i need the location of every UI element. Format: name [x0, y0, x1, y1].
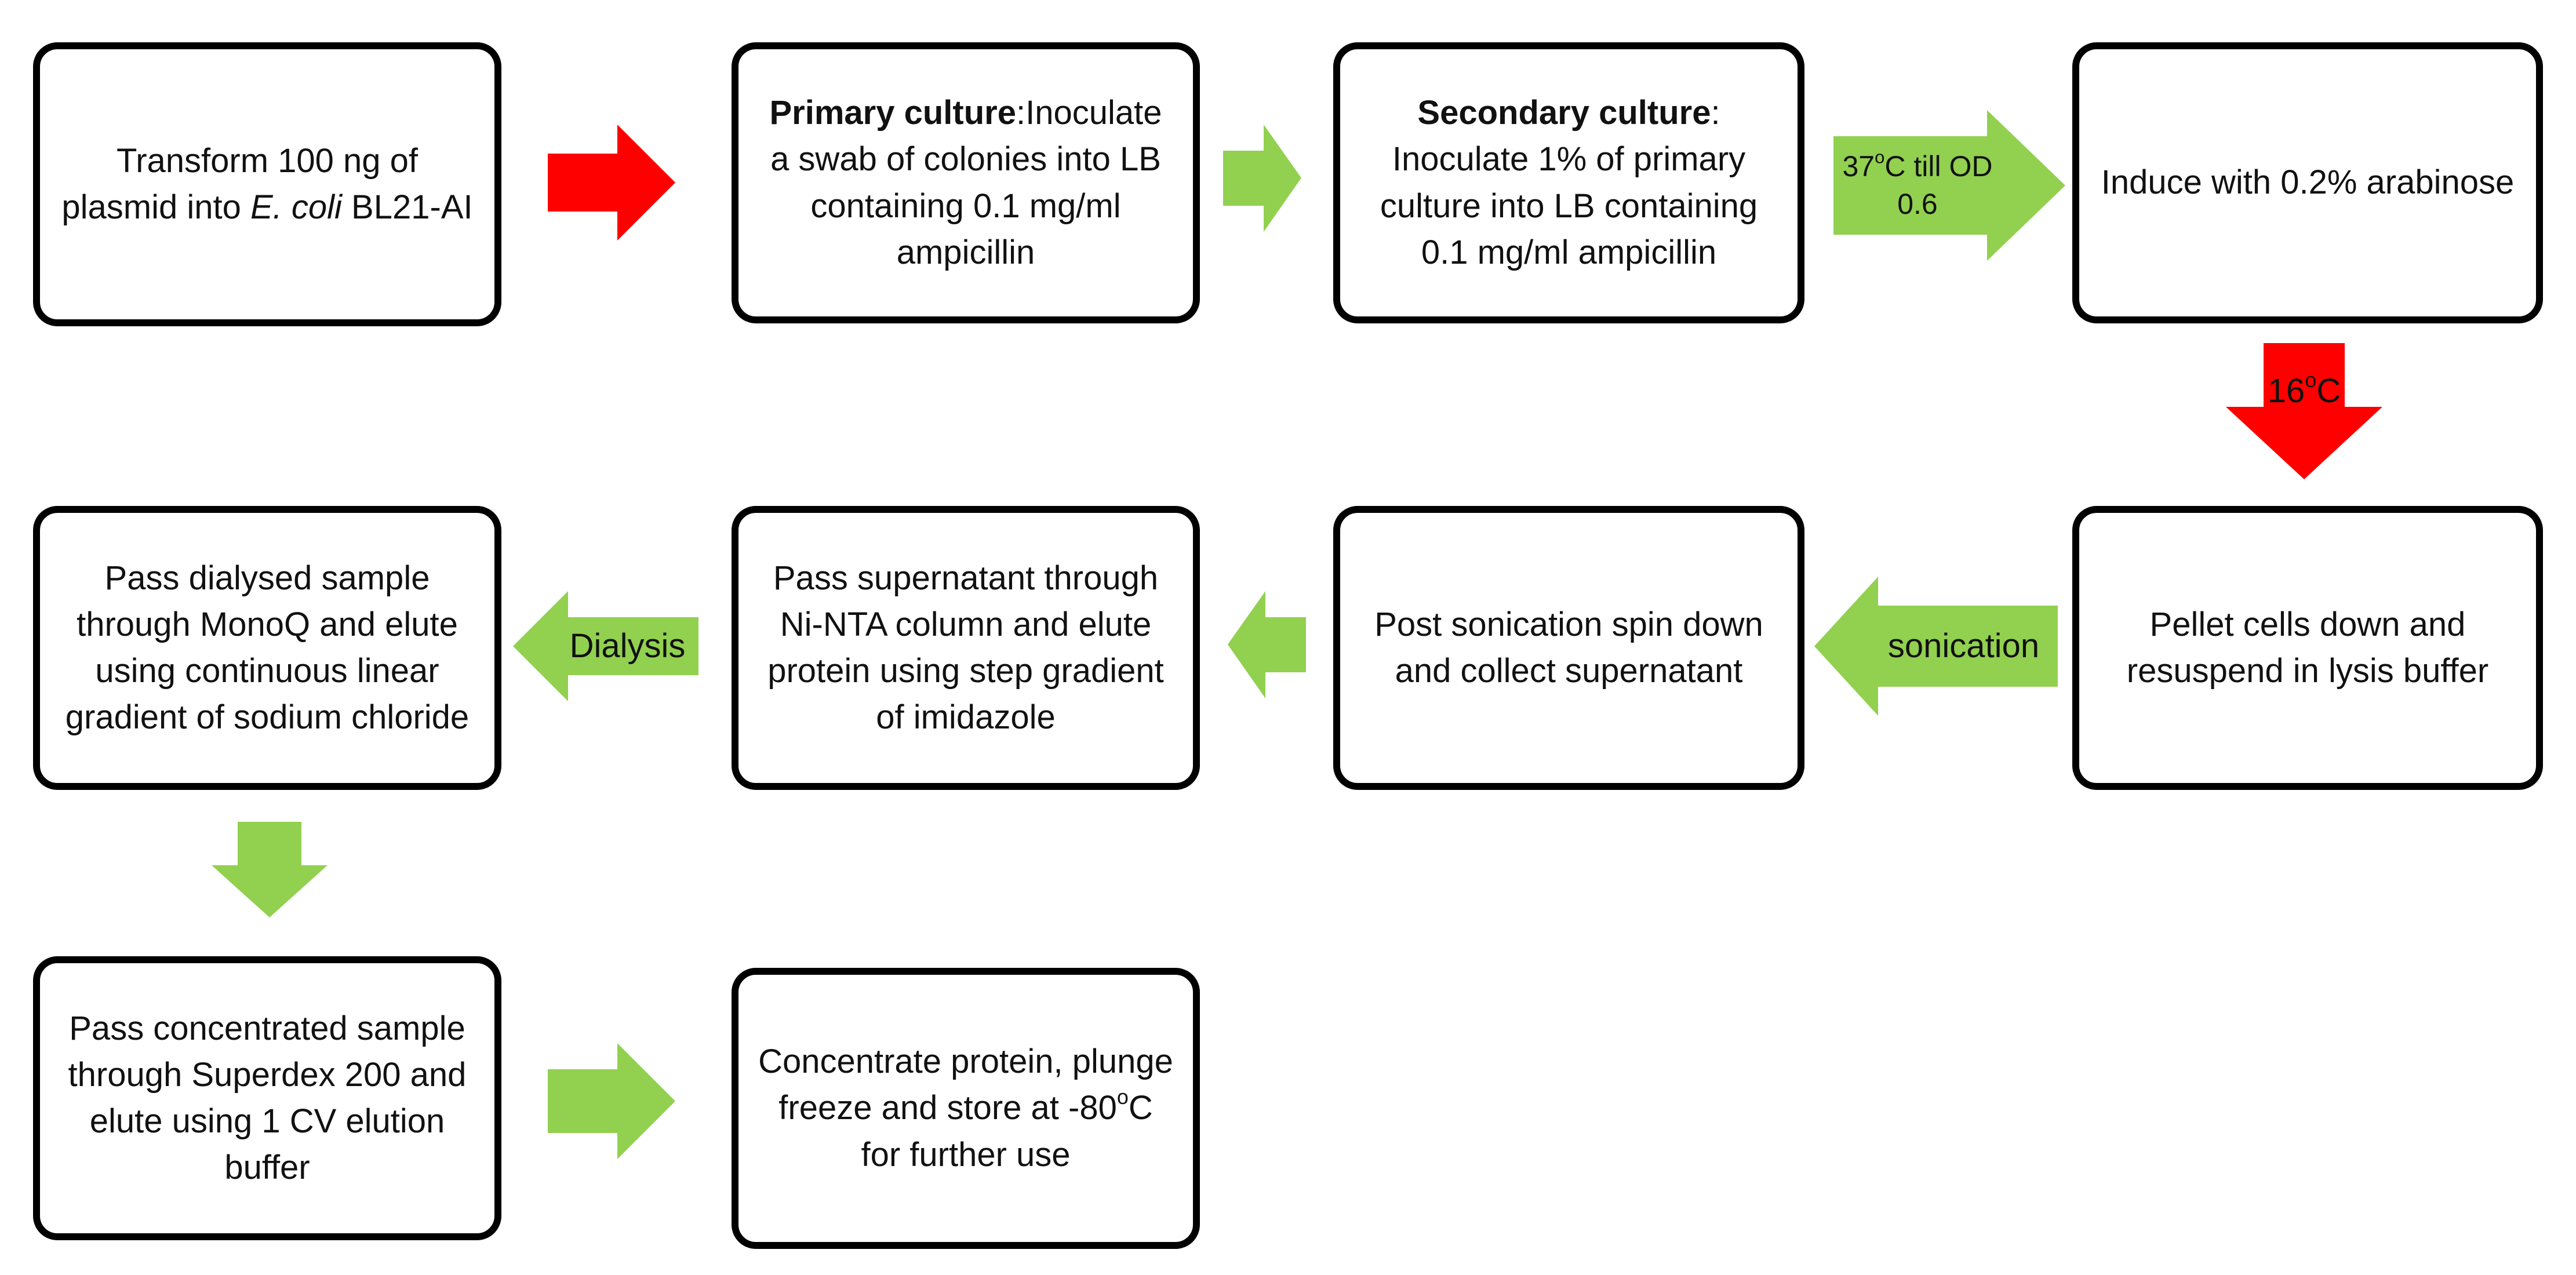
arrow-37c-label: 37oC till OD 0.6: [1842, 147, 1993, 220]
monoq-step-box: Pass dialysed sample through MonoQ and e…: [33, 506, 501, 790]
superdex-step-box: Pass concentrated sample through Superde…: [33, 956, 501, 1240]
secondary-culture-text: Secondary culture: Inoculate 1% of prima…: [1380, 94, 1758, 271]
induce-step-box: Induce with 0.2% arabinose: [2072, 42, 2543, 323]
ni-nta-step-text: Pass supernatant through Ni-NTA column a…: [767, 559, 1164, 737]
dialysis-label: Dialysis: [569, 627, 686, 665]
green-right-arrow-icon: [1223, 125, 1301, 232]
arrow-sonication: sonication: [1814, 577, 2058, 716]
arrow-16c-label: 16oC: [2267, 367, 2341, 410]
monoq-step-text: Pass dialysed sample through MonoQ and e…: [65, 559, 470, 737]
transform-step-box: Transform 100 ng of plasmid into E. coli…: [33, 42, 501, 326]
red-down-arrow-icon: [2226, 343, 2382, 479]
ni-nta-step-box: Pass supernatant through Ni-NTA column a…: [732, 506, 1200, 790]
concentrate-step-box: Concentrate protein, plunge freeze and s…: [732, 968, 1200, 1249]
red-down-arrow-16c: 16oC: [2226, 343, 2382, 479]
green-left-arrow-spin: [1228, 591, 1306, 698]
red-right-arrow: [548, 125, 675, 241]
green-left-arrow-icon: [513, 591, 698, 701]
green-left-arrow-icon: [1228, 591, 1306, 698]
sonication-label: sonication: [1887, 627, 2040, 665]
spin-step-box: Post sonication spin down and collect su…: [1333, 506, 1804, 790]
transform-step-text: Transform 100 ng of plasmid into E. coli…: [61, 141, 473, 226]
concentrate-step-text: Concentrate protein, plunge freeze and s…: [758, 1043, 1173, 1174]
superdex-step-text: Pass concentrated sample through Superde…: [68, 1009, 467, 1187]
pellet-step-box: Pellet cells down and resuspend in lysis…: [2072, 506, 2543, 790]
green-down-arrow: [212, 822, 328, 917]
red-right-arrow-icon: [548, 125, 675, 241]
green-right-arrow-primary: [1223, 125, 1301, 232]
green-right-arrow-superdex: [548, 1043, 675, 1159]
green-right-arrow-icon: [548, 1043, 675, 1159]
primary-culture-box: Primary culture:Inoculate a swab of colo…: [732, 42, 1200, 323]
green-left-arrow-icon: [1814, 577, 2058, 716]
pellet-step-text: Pellet cells down and resuspend in lysis…: [2126, 605, 2489, 690]
induce-step-text: Induce with 0.2% arabinose: [2101, 163, 2515, 202]
green-down-arrow-icon: [212, 822, 328, 917]
spin-step-text: Post sonication spin down and collect su…: [1374, 605, 1763, 690]
arrow-dialysis: Dialysis: [513, 591, 698, 701]
green-right-arrow-icon: [1833, 110, 2065, 261]
secondary-culture-box: Secondary culture: Inoculate 1% of prima…: [1333, 42, 1804, 323]
primary-culture-text: Primary culture:Inoculate a swab of colo…: [769, 94, 1162, 271]
arrow-37c-till-od: 37oC till OD 0.6: [1833, 110, 2065, 261]
